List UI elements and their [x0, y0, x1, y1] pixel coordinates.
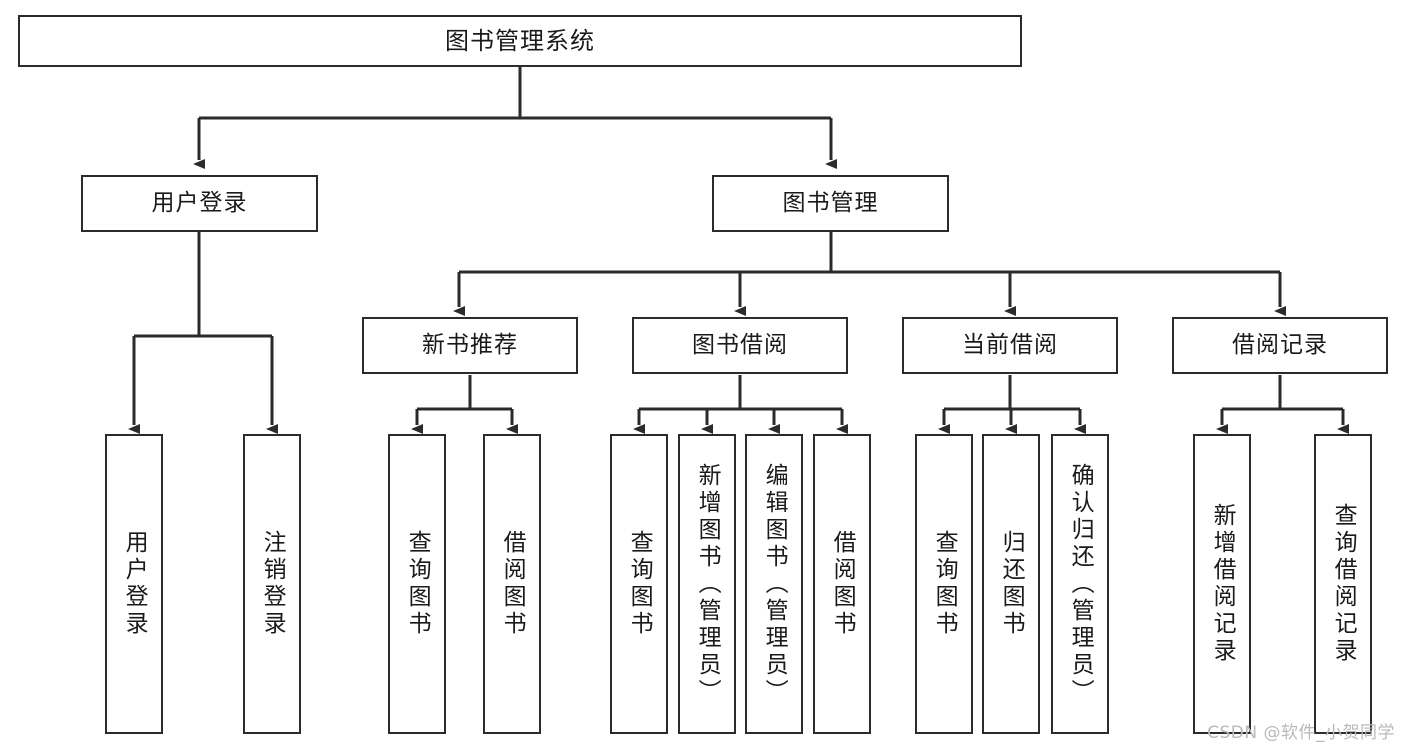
node-borrowing-record[interactable]: 借阅记录	[1172, 317, 1388, 374]
leaf-current-confirm-return-admin[interactable]: 确认归还（管理员）	[1051, 434, 1109, 734]
node-book-borrowing[interactable]: 图书借阅	[632, 317, 848, 374]
leaf-new-book-borrow-book[interactable]: 借阅图书	[483, 434, 541, 734]
leaf-borrow-edit-book-admin[interactable]: 编辑图书（管理员）	[745, 434, 803, 734]
node-new-book-recommendation[interactable]: 新书推荐	[362, 317, 578, 374]
node-user-login[interactable]: 用户登录	[81, 175, 318, 232]
leaf-user-login-logout[interactable]: 注销登录	[243, 434, 301, 734]
leaf-borrow-add-book-admin[interactable]: 新增图书（管理员）	[678, 434, 736, 734]
leaf-record-add-record[interactable]: 新增借阅记录	[1193, 434, 1251, 734]
leaf-borrow-borrow-book[interactable]: 借阅图书	[813, 434, 871, 734]
node-root-system[interactable]: 图书管理系统	[18, 15, 1022, 67]
node-book-management[interactable]: 图书管理	[712, 175, 949, 232]
csdn-watermark: CSDN @软件_小贺同学	[1207, 723, 1395, 743]
leaf-user-login-login[interactable]: 用户登录	[105, 434, 163, 734]
leaf-record-query-record[interactable]: 查询借阅记录	[1314, 434, 1372, 734]
leaf-current-return-book[interactable]: 归还图书	[982, 434, 1040, 734]
leaf-current-query-book[interactable]: 查询图书	[915, 434, 973, 734]
node-current-borrowing[interactable]: 当前借阅	[902, 317, 1118, 374]
leaf-new-book-query-book[interactable]: 查询图书	[388, 434, 446, 734]
leaf-borrow-query-book[interactable]: 查询图书	[610, 434, 668, 734]
